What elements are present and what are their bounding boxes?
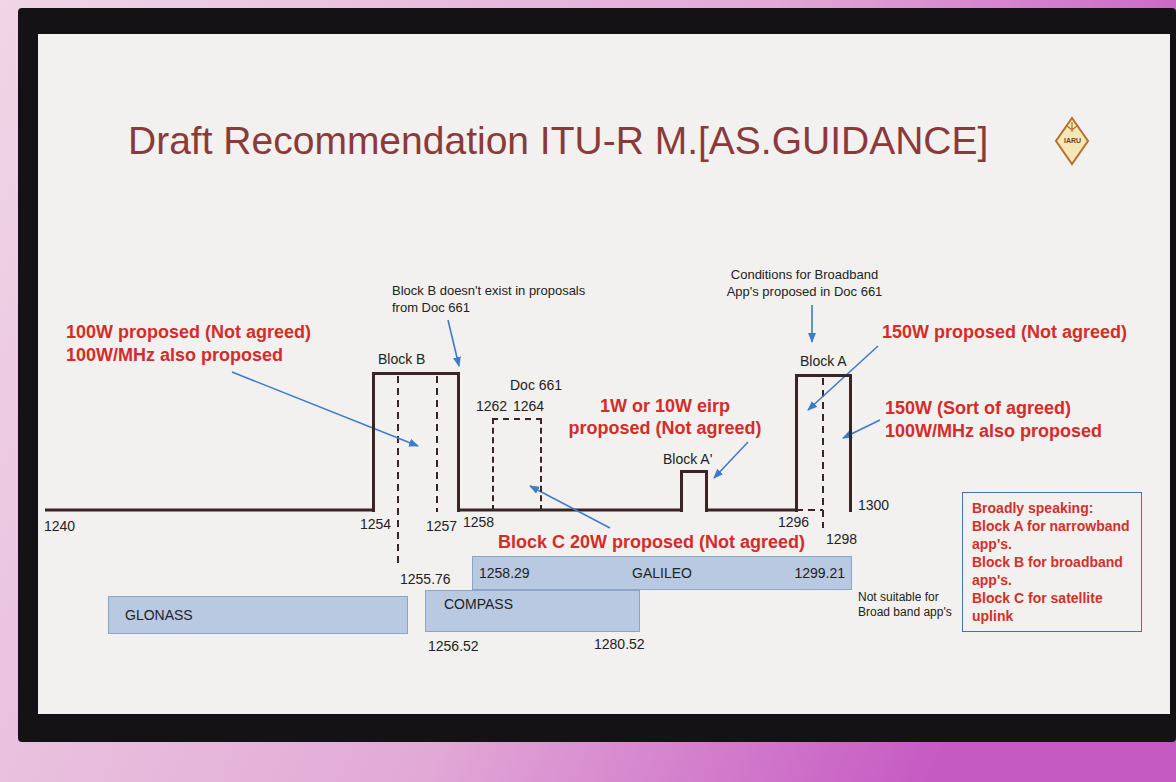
note-text: Not suitable for Broad band app's [858, 590, 963, 620]
spectrum-line [45, 509, 374, 512]
note-box: Broadly speaking:Block A for narrowband … [962, 492, 1142, 632]
callout-text: 150W (Sort of agreed) [885, 398, 1071, 418]
band-name: 1258.29 [479, 565, 530, 582]
frequency-value: 1300 [858, 497, 889, 513]
spectrum-block: Block B [372, 372, 460, 512]
callout-text: 100W/MHz also proposed [885, 421, 1102, 441]
band-name: GALILEO [632, 565, 692, 582]
dashed-marker [397, 376, 399, 566]
callout-text: 100W proposed (Not agreed) [66, 322, 311, 342]
iaru-logo [1056, 118, 1088, 164]
spectrum-block: Block A' [680, 470, 708, 512]
spectrum-line [707, 509, 796, 512]
callout-text: Block C 20W proposed (Not agreed) [498, 532, 805, 552]
frequency-value: 1256.52 [428, 638, 479, 654]
callout-text: 1W or 10W eirp proposed (Not agreed) [565, 395, 765, 439]
frequency-value: 1280.52 [594, 636, 645, 652]
block-label: Doc 661 [510, 377, 562, 393]
note-line: Broadly speaking: [972, 499, 1132, 517]
satellite-band-bar: GLONASS [108, 596, 408, 634]
block-label: Block B [378, 351, 425, 367]
leader-arrow [811, 305, 813, 342]
frequency-value: 1254 [360, 516, 391, 532]
slide-title: Draft Recommendation ITU-R M.[AS.GUIDANC… [128, 118, 988, 163]
band-name: COMPASS [444, 596, 513, 613]
frequency-value: 1240 [44, 518, 75, 534]
screen-frame [18, 8, 1176, 742]
leader-arrow [232, 372, 418, 446]
iaru-logo-antenna [1067, 122, 1077, 132]
frequency-value: 1258 [463, 514, 494, 530]
slide-ground [38, 34, 1170, 714]
leader-arrow [714, 442, 748, 478]
dashed-marker [796, 509, 823, 511]
band-name: GLONASS [125, 607, 193, 624]
leader-arrow [843, 420, 880, 438]
callout-text: 100W/MHz also proposed [66, 345, 283, 365]
dashed-marker [436, 376, 438, 512]
frequency-value: 1296 [778, 514, 809, 530]
logo-text: IARU [1064, 137, 1081, 145]
frequency-value: 1298 [826, 531, 857, 547]
satellite-band-bar: 1258.29 GALILEO 1299.21 [472, 556, 852, 590]
spectrum-block: Block A [795, 374, 852, 512]
block-label: Block A [800, 353, 847, 369]
note-line: Block C for satellite uplink [972, 589, 1132, 625]
note-line: Block B for broadband app's. [972, 553, 1132, 589]
block-label: Block A' [663, 451, 712, 467]
note-line: Block A for narrowband app's. [972, 517, 1132, 553]
frequency-value: 1264 [513, 398, 544, 414]
dashed-marker [822, 378, 824, 528]
callout-text: 150W proposed (Not agreed) [882, 322, 1127, 342]
frequency-value: 1257 [426, 518, 457, 534]
leader-arrow [530, 486, 610, 528]
leader-arrow [448, 320, 459, 366]
satellite-band-bar: COMPASS [425, 590, 640, 632]
note-text: Conditions for Broadband App's proposed … [722, 266, 887, 300]
frequency-value: 1255.76 [400, 571, 451, 587]
dashed-block: Doc 661 [492, 418, 542, 511]
band-name: 1299.21 [794, 565, 845, 582]
note-text: Block B doesn't exist in proposals from … [392, 282, 597, 316]
frequency-value: 1262 [476, 398, 507, 414]
